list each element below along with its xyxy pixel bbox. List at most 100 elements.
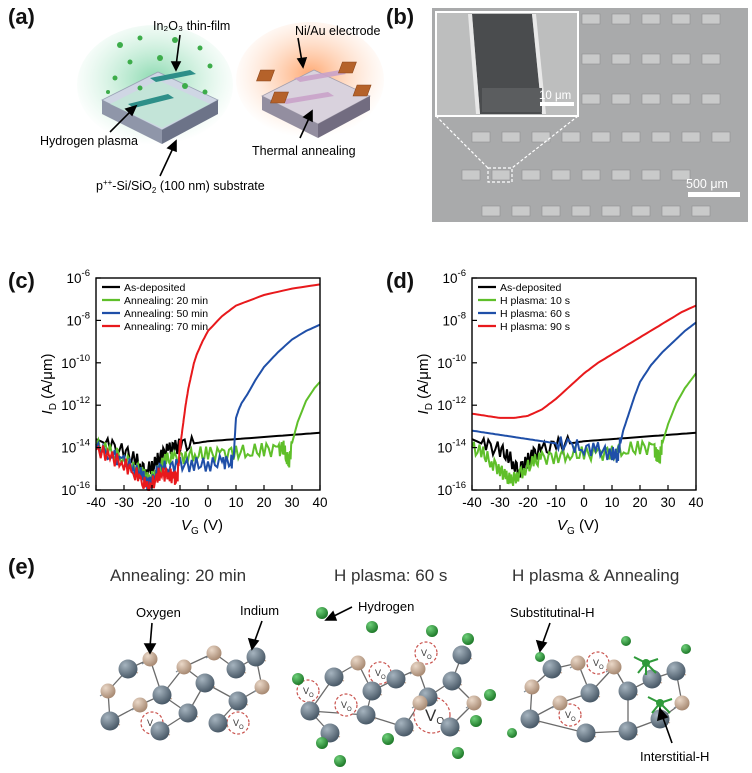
- panel-label-e: (e): [8, 554, 35, 579]
- label-hydrogen-plasma: Hydrogen plasma: [40, 134, 138, 148]
- indium-atom: [452, 645, 472, 665]
- series-line-2: [471, 372, 697, 487]
- indium-atom: [394, 717, 414, 737]
- oxygen-atom: [674, 695, 690, 711]
- y-axis-label: ID (A/μm): [415, 354, 435, 415]
- label-interstitial-h: Interstitial-H: [640, 749, 709, 764]
- oxygen-atom: [606, 659, 622, 675]
- oxygen-atom: [410, 661, 426, 677]
- oxygen-vacancy-label: VO: [233, 718, 244, 731]
- oxygen-vacancy-label: VO: [593, 658, 604, 671]
- y-tick-label: 10-6: [443, 268, 466, 286]
- plasma-device-block: [77, 25, 233, 145]
- panel-label-a: (a): [8, 4, 35, 29]
- x-tick-label: 0: [204, 495, 212, 510]
- sem-electrode-array: [461, 13, 731, 217]
- hydrogen-atom: [681, 644, 691, 654]
- x-axis-label: VG (V): [557, 517, 599, 537]
- x-tick-label: -10: [546, 495, 566, 510]
- panel-label-d: (d): [386, 268, 415, 293]
- series-line-3: [95, 323, 321, 490]
- hydrogen-atom: [292, 673, 304, 685]
- panel-label-c: (c): [8, 268, 35, 293]
- inset-scale-bar-label: 10 μm: [539, 90, 571, 102]
- x-tick-label: 40: [312, 495, 327, 510]
- legend-label: Annealing: 50 min: [124, 308, 208, 320]
- model-title-combined: H plasma & Annealing: [512, 566, 680, 585]
- y-tick-label: 10-16: [61, 480, 90, 498]
- hydrogen-atom: [507, 728, 517, 738]
- y-tick-label: 10-12: [437, 395, 466, 413]
- oxygen-vacancy-ring: [558, 703, 582, 727]
- series-line-4: [471, 304, 697, 419]
- interstitial-h-site: [633, 656, 659, 675]
- hydrogen-atom: [642, 659, 650, 667]
- atomic-model-illustration: VOVOVOVOVOVOVOVOVO Oxygen Indium Hydroge…: [99, 599, 709, 767]
- x-tick-label: -10: [170, 495, 190, 510]
- indium-atom: [246, 647, 266, 667]
- hydrogen-atom: [462, 633, 474, 645]
- indium-atom: [100, 711, 120, 731]
- label-substitutional-h: Substitutinal-H: [510, 605, 595, 620]
- x-tick-label: -20: [518, 495, 538, 510]
- hydrogen-atom: [470, 715, 482, 727]
- oxygen-vacancy-ring: [226, 711, 250, 735]
- oxygen-atom: [132, 697, 148, 713]
- hydrogen-atom: [656, 699, 664, 707]
- oxygen-atom: [206, 645, 222, 661]
- hydrogen-atom: [382, 733, 394, 745]
- oxygen-atom: [466, 695, 482, 711]
- x-tick-label: -30: [490, 495, 510, 510]
- legend-label: H plasma: 90 s: [500, 321, 570, 333]
- sem-inset: 10 μm: [435, 11, 579, 117]
- oxygen-atom: [412, 695, 428, 711]
- label-indium: Indium: [240, 603, 279, 618]
- oxygen-vacancy-label: VO: [421, 648, 432, 661]
- indium-atom: [226, 659, 246, 679]
- y-tick-label: 10-14: [437, 438, 466, 456]
- x-tick-label: -40: [86, 495, 106, 510]
- oxygen-vacancy-label: VO: [341, 700, 352, 713]
- hydrogen-atom: [452, 747, 464, 759]
- indium-atom: [195, 673, 215, 693]
- oxygen-vacancy-label: VO: [375, 668, 386, 681]
- indium-atom: [362, 681, 382, 701]
- oxygen-vacancy-ring: [414, 641, 438, 665]
- hydrogen-atom: [621, 636, 631, 646]
- x-tick-label: -40: [462, 495, 482, 510]
- panel-label-b: (b): [386, 4, 415, 29]
- hydrogen-atom: [535, 652, 545, 662]
- x-tick-label: 30: [284, 495, 299, 510]
- legend-label: H plasma: 60 s: [500, 308, 570, 320]
- legend-label: As-deposited: [124, 282, 185, 294]
- y-axis-label: ID (A/μm): [39, 354, 59, 415]
- x-tick-label: 30: [660, 495, 675, 510]
- hydrogen-atom: [426, 625, 438, 637]
- hydrogen-atom: [316, 737, 328, 749]
- indium-atom: [228, 691, 248, 711]
- oxygen-atom: [176, 659, 192, 675]
- label-oxygen: Oxygen: [136, 605, 181, 620]
- model-title-plasma: H plasma: 60 s: [334, 566, 448, 585]
- indium-atom: [442, 671, 462, 691]
- hydrogen-particles: [106, 35, 213, 95]
- y-tick-label: 10-12: [61, 395, 90, 413]
- main-scale-bar-label: 500 μm: [686, 177, 728, 191]
- indium-atom: [440, 717, 460, 737]
- oxygen-vacancy-label: VO: [565, 710, 576, 723]
- oxygen-vacancy-ring: [334, 693, 358, 717]
- indium-atom: [618, 721, 638, 741]
- oxygen-atom: [552, 695, 568, 711]
- indium-atom: [320, 723, 340, 743]
- atom-bond: [529, 718, 587, 734]
- x-tick-label: 0: [580, 495, 588, 510]
- indium-atom: [152, 685, 172, 705]
- label-thermal-annealing: Thermal annealing: [252, 144, 356, 158]
- series-line-2: [95, 381, 321, 486]
- indium-atom: [618, 681, 638, 701]
- series-line-4: [95, 283, 321, 491]
